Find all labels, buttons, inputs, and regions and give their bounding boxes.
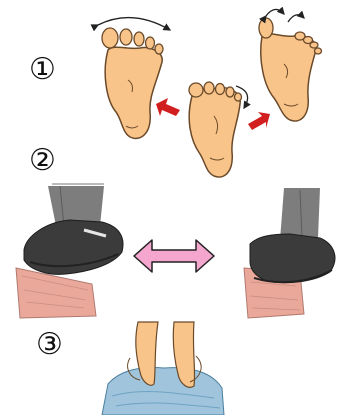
lift-toe-arrow-icon: [288, 15, 304, 22]
step3-illustration: [102, 322, 224, 415]
step1-foot-right: [259, 18, 322, 121]
sequence-arrow-icon: [156, 98, 180, 116]
double-arrow-icon: [134, 240, 214, 272]
sequence-arrow-icon: [248, 112, 270, 130]
step2-left-illustration: [16, 186, 123, 318]
step1-foot-left: [102, 28, 163, 138]
step1-foot-center: [189, 82, 242, 177]
step2-right-illustration: [244, 188, 335, 318]
lift-big-toe-arrow-icon: [266, 9, 284, 16]
